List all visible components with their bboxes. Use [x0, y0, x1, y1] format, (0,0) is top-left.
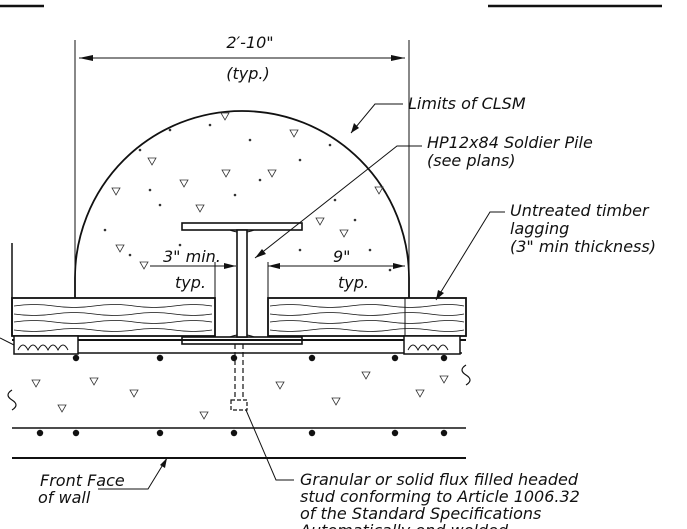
clsm-aggregate-pattern — [103, 112, 392, 272]
timber-lagging-left — [11, 297, 216, 337]
headed-stud — [230, 344, 248, 411]
width-dimension-note: (typ.) — [226, 64, 269, 83]
min-gap-label: 3" min. — [163, 247, 221, 266]
clsm-leader — [350, 103, 403, 134]
lagging-leader — [435, 211, 505, 301]
pile-leader — [254, 145, 422, 259]
stud-callout-line-4: Automatically end welded — [299, 521, 509, 529]
width-dimension-value: 2′-10" — [226, 33, 273, 52]
stud-callout-line-2: stud conforming to Article 1006.32 — [300, 487, 580, 506]
clsm-callout: Limits of CLSM — [408, 94, 526, 113]
lagging-callout-line-1: Untreated timber — [510, 201, 650, 220]
clsm-dome-outline — [74, 110, 410, 300]
dimension-arrow-right — [391, 55, 405, 61]
wall-reinforcing-bars — [36, 354, 448, 437]
front-face-leader — [98, 457, 168, 490]
stud-callout-line-3: of the Standard Specifications — [300, 504, 541, 523]
drain-left — [13, 335, 79, 355]
wall-aggregate-pattern — [31, 371, 449, 420]
pile-callout-line-1: HP12x84 Soldier Pile — [427, 133, 593, 152]
front-face-callout-line-2: of wall — [38, 488, 91, 507]
stud-callout-line-1: Granular or solid flux filled headed — [300, 470, 579, 489]
pile-callout-line-2: (see plans) — [427, 151, 515, 170]
stud-leader — [245, 409, 294, 481]
front-face-callout-line-1: Front Face — [40, 471, 125, 490]
dimension-arrow-left — [79, 55, 93, 61]
drain-right — [403, 335, 461, 355]
lagging-callout-line-2: lagging — [510, 219, 569, 238]
lagging-gap-note: typ. — [338, 273, 369, 292]
lagging-gap-label: 9" — [333, 247, 351, 266]
min-gap-note: typ. — [175, 273, 206, 292]
lagging-callout-line-3: (3" min thickness) — [510, 237, 656, 256]
timber-lagging-right — [267, 297, 467, 337]
